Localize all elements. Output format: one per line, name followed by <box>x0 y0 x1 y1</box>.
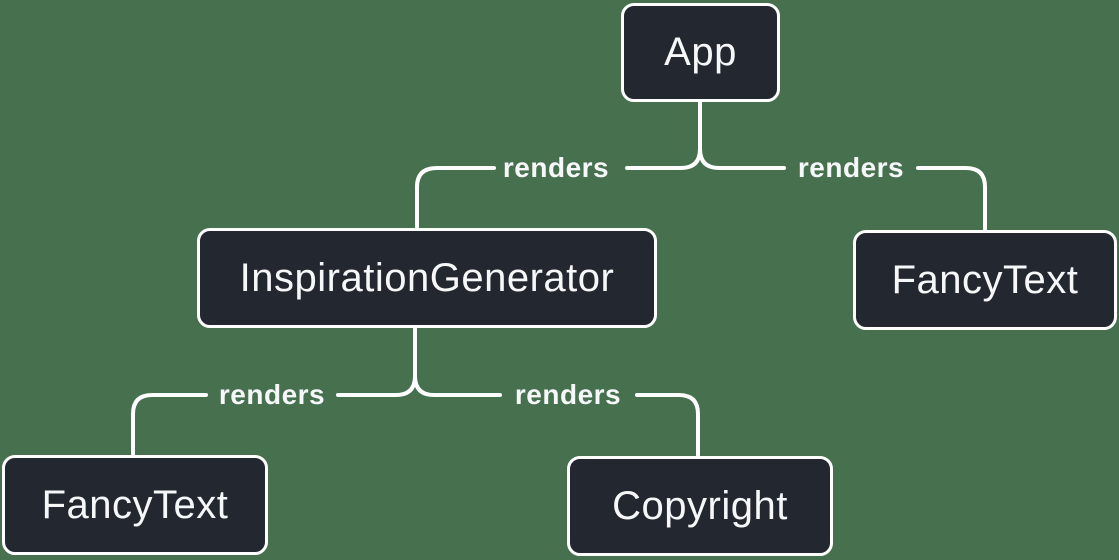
node-fancy-text-right-label: FancyText <box>891 257 1079 302</box>
node-copyright: Copyright <box>567 456 833 556</box>
node-inspiration-generator-label: InspirationGenerator <box>239 255 615 300</box>
edge-app-fancytext-line <box>698 147 987 231</box>
edge-label-renders-inspiration-copyright: renders <box>514 379 622 410</box>
node-app-label: App <box>664 30 737 74</box>
node-app: App <box>621 3 780 102</box>
node-fancy-text-left-label: FancyText <box>41 482 229 527</box>
edge-label-renders-app-fancytext: renders <box>797 152 905 183</box>
edge-label-renders-inspiration-fancytext: renders <box>218 379 326 410</box>
edge-inspiration-copyright-line <box>413 374 700 457</box>
node-inspiration-generator: InspirationGenerator <box>197 228 657 328</box>
edge-label-renders-app-inspiration: renders <box>502 152 610 183</box>
node-copyright-label: Copyright <box>612 483 788 528</box>
node-fancy-text-left: FancyText <box>2 455 268 555</box>
node-fancy-text-right: FancyText <box>853 230 1117 330</box>
